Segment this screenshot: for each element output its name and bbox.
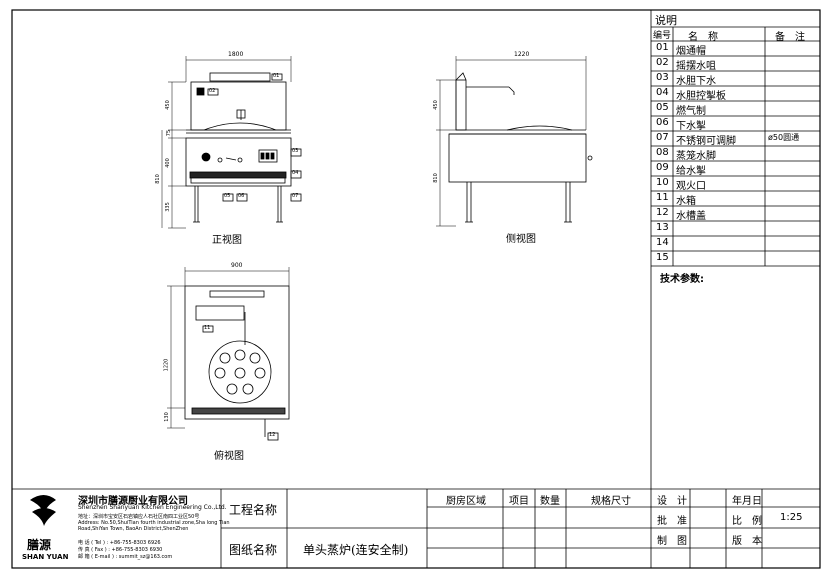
legend-item-no: 07 — [656, 132, 669, 143]
logo-text-en: SHAN YUAN — [22, 553, 69, 561]
front-height-dim-4: 810 — [154, 174, 161, 184]
legend-item-name: 水槽盖 — [676, 211, 706, 222]
top-height-dim-1: 1220 — [163, 358, 170, 372]
side-height-dim-2: 810 — [432, 173, 439, 183]
callout-05: 05 — [224, 193, 231, 199]
front-height-dim-3: 400 — [164, 158, 171, 168]
sheet-border — [11, 9, 821, 569]
legend-table — [650, 10, 820, 489]
legend-item-no: 14 — [656, 237, 669, 248]
legend-col-note: 备 注 — [775, 32, 805, 43]
callout-06: 06 — [238, 193, 245, 199]
legend-item-name: 水胆控掣板 — [676, 91, 726, 102]
company-fax: 传 真 ( Fax ) : +86-755-8303 6930 — [78, 547, 163, 553]
legend-item-no: 08 — [656, 147, 669, 158]
title-block-grid — [12, 488, 820, 568]
company-name-cn: 深圳市膳源厨业有限公司 — [78, 496, 188, 507]
legend-item-note: ø50圆通 — [768, 133, 800, 142]
callout-12: 12 — [269, 432, 276, 438]
date-label: 年月日 — [732, 496, 762, 507]
front-view — [161, 56, 302, 229]
company-addr-en1: Address: No.50,ShuiTian fourth industria… — [78, 520, 230, 526]
legend-item-name: 蒸笼水脚 — [676, 151, 716, 162]
company-name-en: Shenzhen Shanyuan Kitchen Engineering Co… — [78, 504, 227, 511]
legend-item-name: 水箱 — [676, 196, 696, 207]
company-email: 邮 箱 ( E-mail ) : summit_sz@163.com — [78, 554, 173, 560]
approve-label: 批 准 — [657, 516, 687, 527]
top-height-dim-2: 130 — [163, 412, 170, 422]
callout-01: 01 — [273, 73, 280, 79]
legend-item-no: 15 — [656, 252, 669, 263]
legend-item-no: 09 — [656, 162, 669, 173]
legend-item-no: 03 — [656, 72, 669, 83]
legend-item-no: 04 — [656, 87, 669, 98]
col-spec: 规格尺寸 — [591, 496, 631, 507]
scale-value: 1:25 — [780, 512, 803, 523]
logo-text-cn: 膳源 — [27, 538, 52, 552]
top-view-title: 俯视图 — [214, 451, 244, 462]
legend-item-no: 05 — [656, 102, 669, 113]
legend-item-name: 燃气制 — [676, 106, 706, 117]
scale-label: 比 例 — [732, 516, 762, 527]
col-qty: 数量 — [540, 496, 560, 507]
callout-02: 02 — [209, 88, 216, 94]
front-height-dim-5: 335 — [164, 202, 171, 212]
top-view — [167, 267, 290, 441]
legend-item-no: 01 — [656, 42, 669, 53]
company-tel: 电 话 ( Tel ) : +86-755-8303 6926 — [78, 540, 161, 546]
drawing-label: 图纸名称 — [229, 543, 278, 557]
legend-item-no: 11 — [656, 192, 669, 203]
design-label: 设 计 — [657, 496, 687, 507]
legend-col-no: 编号 — [653, 31, 672, 41]
drawing-name: 单头蒸炉(连安全制) — [303, 543, 409, 557]
legend-item-no: 06 — [656, 117, 669, 128]
legend-item-name: 烟通帽 — [676, 46, 706, 57]
callout-04: 04 — [292, 170, 299, 176]
top-width-dim: 900 — [231, 262, 243, 269]
front-height-dim-2: 75 — [166, 129, 173, 137]
callout-03: 03 — [292, 148, 299, 154]
col-item: 项目 — [509, 496, 529, 507]
legend-item-name: 观火口 — [676, 181, 706, 192]
side-view — [436, 56, 593, 227]
tech-params-label: 技术参数: — [660, 274, 704, 285]
callout-11: 11 — [204, 325, 211, 331]
legend-item-no: 13 — [656, 222, 669, 233]
side-height-dim-1: 450 — [432, 100, 439, 110]
side-width-dim: 1220 — [514, 51, 530, 58]
legend-item-no: 12 — [656, 207, 669, 218]
legend-title: 说明 — [655, 14, 677, 27]
legend-col-name: 名 称 — [688, 32, 718, 43]
front-width-dim: 1800 — [228, 51, 244, 58]
project-label: 工程名称 — [229, 503, 278, 517]
legend-item-name: 水胆下水 — [676, 76, 716, 87]
legend-item-no: 02 — [656, 57, 669, 68]
front-view-title: 正视图 — [212, 235, 242, 246]
callout-07: 07 — [292, 193, 299, 199]
legend-item-name: 下水掣 — [676, 121, 706, 132]
company-addr-cn: 地址：深圳市宝安区石岩镇应人石社区南四工业区50号 — [78, 514, 200, 520]
legend-item-no: 10 — [656, 177, 669, 188]
legend-item-name: 摇摆水咀 — [676, 61, 716, 72]
col-area: 厨房区域 — [446, 496, 486, 507]
side-view-title: 侧视图 — [506, 234, 536, 245]
front-height-dim-1: 450 — [164, 100, 171, 110]
legend-item-name: 不锈钢可调脚 — [676, 136, 736, 147]
legend-item-name: 给水掣 — [676, 166, 706, 177]
version-label: 版 本 — [732, 536, 762, 547]
company-addr-en2: Road,ShiYan Town, BaoAn District,ShenZhe… — [78, 526, 189, 532]
company-logo — [26, 494, 60, 526]
draft-label: 制 图 — [657, 536, 687, 547]
